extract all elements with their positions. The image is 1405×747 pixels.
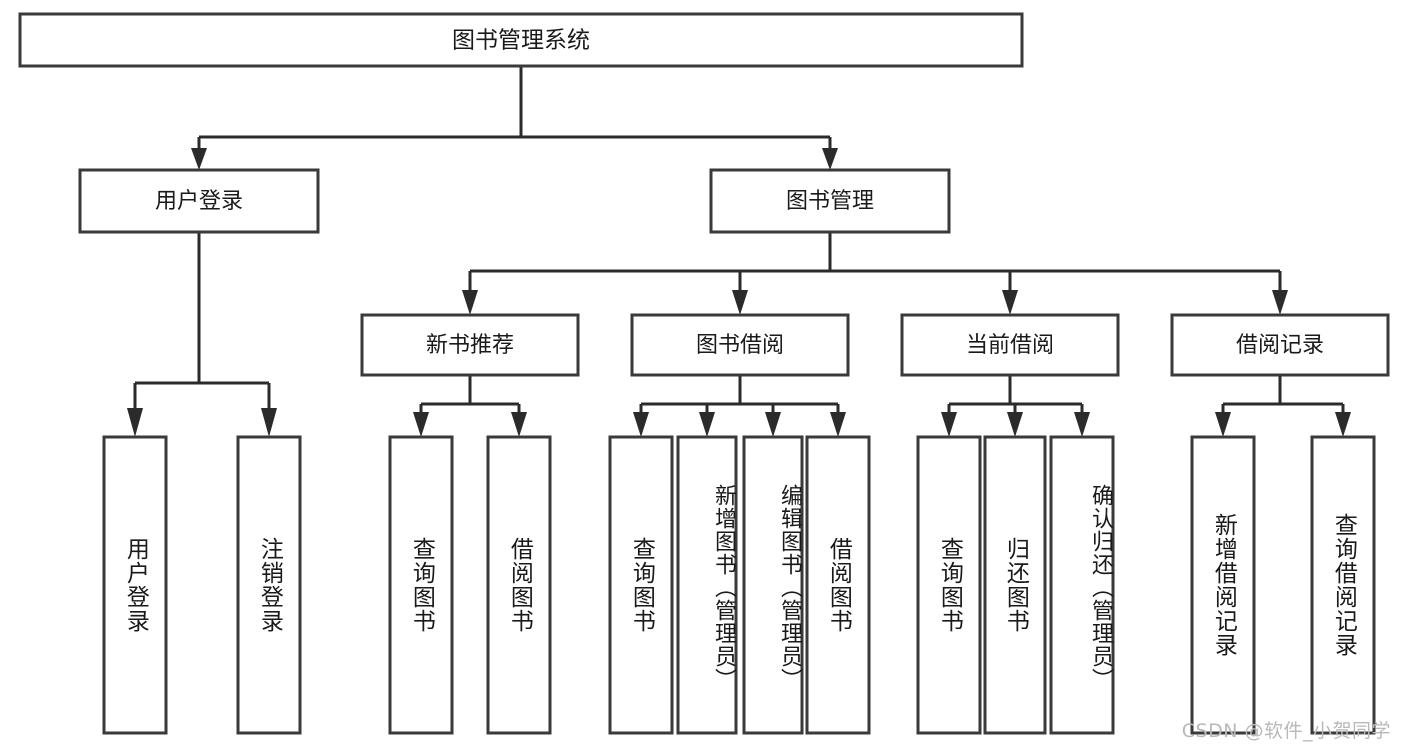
node-current-borrow-rect[interactable] [900, 313, 1120, 377]
node-leaf-user-login-rect[interactable] [102, 435, 168, 735]
node-book-borrow[interactable]: 图书借阅 [630, 313, 850, 377]
arrowhead-leaf-user-login [127, 408, 143, 437]
arrowhead-book-manage [822, 148, 838, 170]
node-leaf-query-book-2-rect[interactable] [608, 435, 674, 735]
node-user-login-label: 用户登录 [155, 189, 243, 214]
node-root-rect[interactable] [18, 12, 1024, 68]
node-current-borrow[interactable]: 当前借阅 [900, 313, 1120, 377]
node-new-book-recommend[interactable]: 新书推荐 [360, 313, 580, 377]
arrowhead-leaf-confirm-return [1074, 412, 1090, 437]
arrowhead-leaf-query-record [1335, 412, 1351, 437]
node-book-manage-label: 图书管理 [786, 189, 874, 214]
arrowhead-leaf-add-book [699, 412, 715, 437]
arrowhead-borrow-record [1272, 290, 1288, 315]
node-leaf-return-book-rect[interactable] [983, 435, 1047, 735]
node-user-login-rect[interactable] [78, 168, 320, 234]
arrowhead-leaf-return-book [1007, 412, 1023, 437]
node-leaf-query-book-3-rect[interactable] [916, 435, 982, 735]
node-leaf-confirm-return-rect[interactable] [1049, 435, 1115, 735]
csdn-watermark: CSDN @软件_小贺同学 [1181, 720, 1391, 742]
arrowhead-leaf-borrow-book-2 [830, 412, 846, 437]
node-leaf-add-book-rect[interactable] [676, 435, 738, 735]
connector-layer [127, 66, 1351, 437]
arrowhead-leaf-edit-book [765, 412, 781, 437]
node-root-label: 图书管理系统 [452, 28, 590, 54]
arrowhead-leaf-borrow-book-1 [511, 412, 527, 437]
arrowhead-leaf-query-book-1 [413, 412, 429, 437]
node-new-book-recommend-label: 新书推荐 [426, 333, 514, 358]
node-layer: 图书管理系统 用户登录 图书管理 新书推荐 图书借阅 当前 [18, 12, 1390, 735]
node-root[interactable]: 图书管理系统 [18, 12, 1024, 68]
arrowhead-current-borrow [1002, 290, 1018, 315]
node-current-borrow-label: 当前借阅 [966, 333, 1054, 358]
arrowhead-leaf-query-book-2 [633, 412, 649, 437]
node-new-book-recommend-rect[interactable] [360, 313, 580, 377]
arrowhead-new-book-recommend [462, 290, 478, 315]
node-leaf-edit-book-rect[interactable] [742, 435, 804, 735]
node-book-borrow-rect[interactable] [630, 313, 850, 377]
node-book-manage[interactable]: 图书管理 [709, 168, 951, 234]
node-leaf-add-record-rect[interactable] [1190, 435, 1256, 735]
node-borrow-record-label: 借阅记录 [1236, 333, 1324, 358]
arrowhead-leaf-add-record [1215, 412, 1231, 437]
node-leaf-query-book-1-rect[interactable] [388, 435, 454, 735]
node-leaf-user-logout-rect[interactable] [236, 435, 302, 735]
node-leaf-borrow-book-1-rect[interactable] [486, 435, 552, 735]
node-user-login[interactable]: 用户登录 [78, 168, 320, 234]
arrowhead-leaf-query-book-3 [941, 412, 957, 437]
node-book-manage-rect[interactable] [709, 168, 951, 234]
node-book-borrow-label: 图书借阅 [696, 333, 784, 358]
node-borrow-record[interactable]: 借阅记录 [1170, 313, 1390, 377]
node-borrow-record-rect[interactable] [1170, 313, 1390, 377]
arrowhead-user-login [191, 148, 207, 170]
arrowhead-leaf-user-logout [261, 408, 277, 437]
node-leaf-borrow-book-2-rect[interactable] [805, 435, 871, 735]
arrowhead-book-borrow [732, 290, 748, 315]
node-leaf-query-record-rect[interactable] [1310, 435, 1376, 735]
